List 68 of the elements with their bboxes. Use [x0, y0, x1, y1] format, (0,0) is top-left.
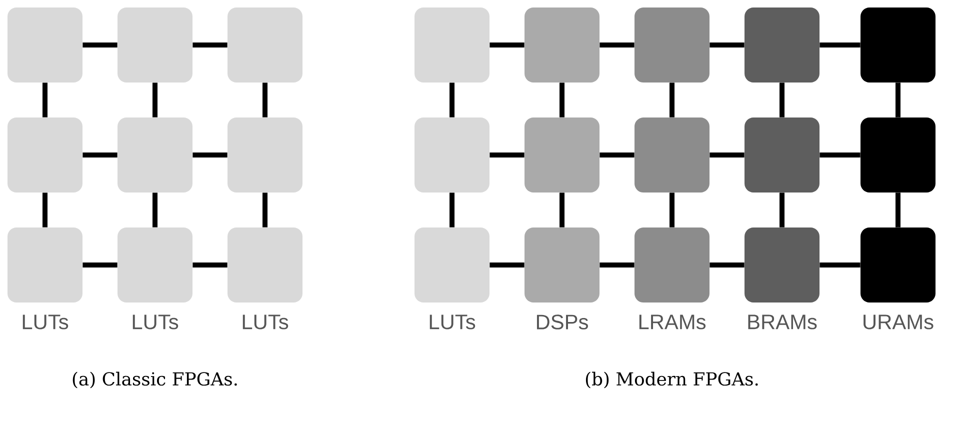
connector-line: [820, 42, 860, 48]
grid-block: [860, 8, 936, 82]
column-label: BRAMs: [748, 314, 817, 330]
connector-line: [710, 152, 744, 158]
subfigure-caption: (b) Modern FPGAs.: [586, 372, 758, 388]
grid-block: [414, 118, 490, 192]
connector-line: [152, 192, 158, 228]
grid-block: [414, 8, 490, 82]
connector-line: [490, 262, 524, 268]
connector-line: [152, 82, 158, 118]
connector-line: [710, 42, 744, 48]
connector-line: [820, 262, 860, 268]
connector-line: [490, 42, 524, 48]
connector-line: [600, 262, 634, 268]
grid-block: [118, 8, 192, 82]
grid-block: [118, 228, 192, 302]
grid-block: [634, 228, 710, 302]
grid-block: [744, 228, 820, 302]
connector-line: [192, 42, 228, 48]
connector-line: [450, 82, 454, 118]
column-label: LUTs: [22, 314, 68, 330]
column-label: URAMs: [864, 314, 934, 330]
grid-block: [860, 228, 936, 302]
connector-line: [820, 152, 860, 158]
connector-line: [780, 192, 784, 228]
grid-block: [744, 8, 820, 82]
connector-line: [42, 82, 48, 118]
column-label: DSPs: [536, 314, 588, 330]
grid-block: [860, 118, 936, 192]
connector-line: [82, 262, 118, 268]
grid-block: [8, 118, 82, 192]
connector-line: [600, 152, 634, 158]
connector-line: [192, 152, 228, 158]
column-label: LRAMs: [639, 314, 706, 330]
connector-line: [192, 262, 228, 268]
connector-line: [490, 152, 524, 158]
grid-block: [524, 118, 600, 192]
connector-line: [896, 192, 900, 228]
column-label: LUTs: [430, 314, 476, 330]
connector-line: [82, 152, 118, 158]
connector-line: [262, 192, 268, 228]
grid-block: [118, 118, 192, 192]
grid-block: [228, 8, 302, 82]
connector-line: [82, 42, 118, 48]
connector-line: [42, 192, 48, 228]
grid-block: [634, 118, 710, 192]
grid-block: [744, 118, 820, 192]
connector-line: [450, 192, 454, 228]
grid-block: [8, 228, 82, 302]
connector-line: [670, 82, 674, 118]
subfigure-caption: (a) Classic FPGAs.: [72, 372, 237, 388]
connector-line: [560, 82, 564, 118]
connector-line: [600, 42, 634, 48]
column-label: LUTs: [242, 314, 288, 330]
connector-line: [780, 82, 784, 118]
grid-block: [414, 228, 490, 302]
grid-block: [228, 118, 302, 192]
connector-line: [670, 192, 674, 228]
grid-block: [228, 228, 302, 302]
grid-block: [8, 8, 82, 82]
connector-line: [710, 262, 744, 268]
connector-line: [560, 192, 564, 228]
connector-line: [262, 82, 268, 118]
grid-block: [634, 8, 710, 82]
connector-line: [896, 82, 900, 118]
grid-block: [524, 8, 600, 82]
column-label: LUTs: [132, 314, 178, 330]
grid-block: [524, 228, 600, 302]
